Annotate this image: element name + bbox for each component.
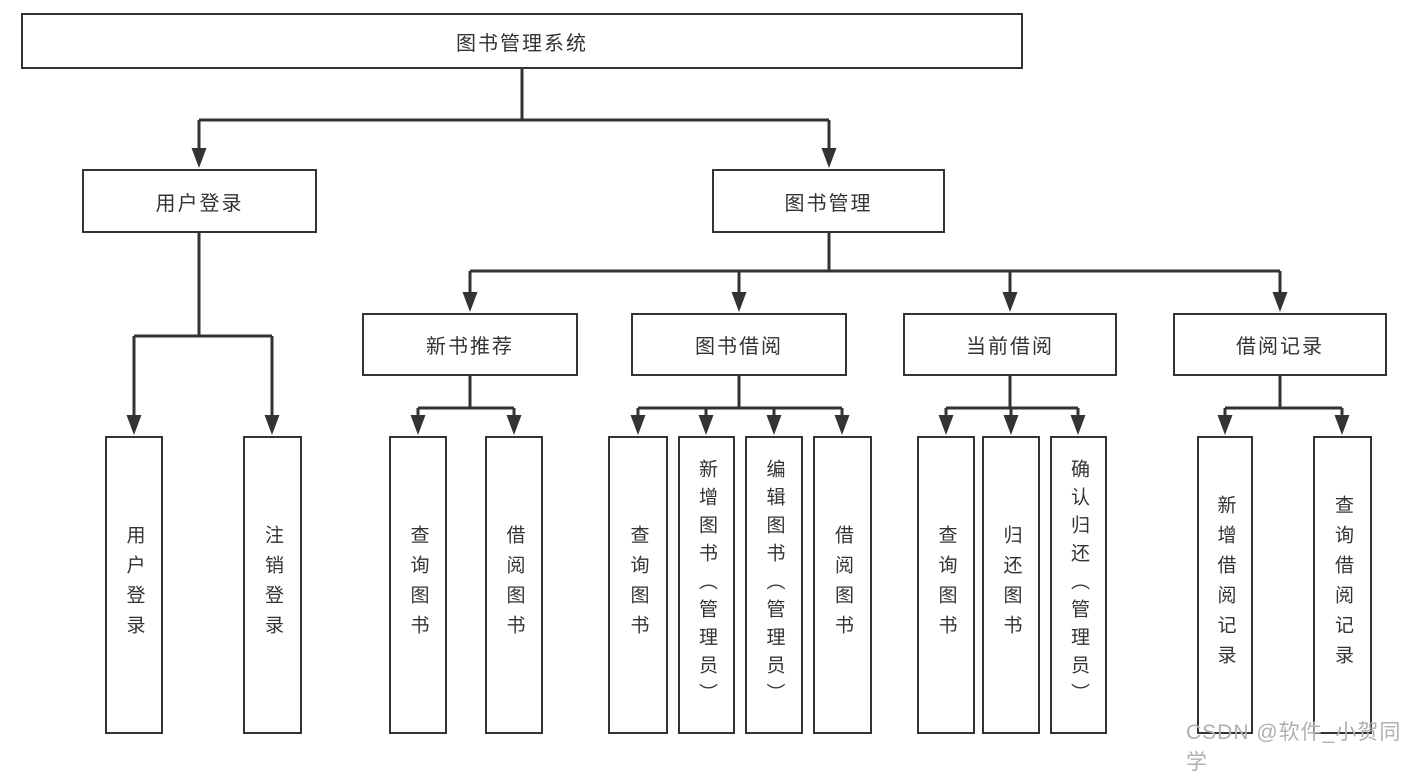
node-user-login: 用户登录 <box>82 169 317 233</box>
leaf-return-books: 归还图书 <box>982 436 1040 734</box>
leaf-query-books-borrowing: 查询图书 <box>608 436 668 734</box>
node-new-book-recommend: 新书推荐 <box>362 313 578 376</box>
leaf-user-login: 用户登录 <box>105 436 163 734</box>
node-book-borrowing: 图书借阅 <box>631 313 847 376</box>
leaf-borrow-books-borrowing: 借阅图书 <box>813 436 872 734</box>
diagram-connectors <box>126 69 1350 435</box>
leaf-edit-books-admin: 编辑图书（管理员） <box>745 436 803 734</box>
leaf-add-books-admin: 新增图书（管理员） <box>678 436 735 734</box>
leaf-borrow-books-recommend: 借阅图书 <box>485 436 543 734</box>
node-library-management-system: 图书管理系统 <box>21 13 1023 69</box>
node-book-management: 图书管理 <box>712 169 945 233</box>
watermark: CSDN @软件_小贺同学 <box>1186 721 1402 774</box>
leaf-logout-login: 注销登录 <box>243 436 302 734</box>
leaf-add-borrow-record: 新增借阅记录 <box>1197 436 1253 734</box>
arrow-down-icon <box>126 148 1350 435</box>
leaf-query-borrow-record: 查询借阅记录 <box>1313 436 1372 734</box>
node-current-borrowing: 当前借阅 <box>903 313 1117 376</box>
leaf-query-books-current: 查询图书 <box>917 436 975 734</box>
node-borrowing-records: 借阅记录 <box>1173 313 1387 376</box>
leaf-confirm-return-admin: 确认归还（管理员） <box>1050 436 1107 734</box>
leaf-query-books-recommend: 查询图书 <box>389 436 447 734</box>
